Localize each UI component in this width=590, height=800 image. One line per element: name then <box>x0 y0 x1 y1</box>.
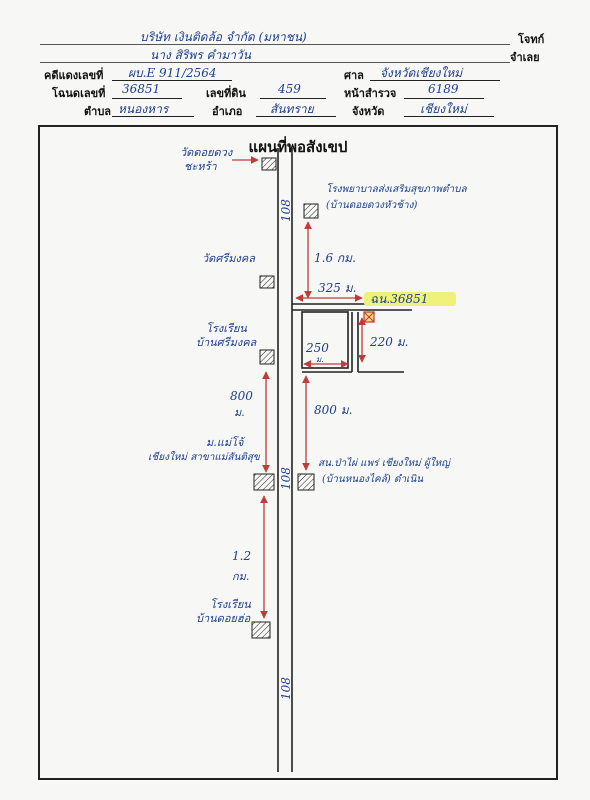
court-box <box>370 64 500 81</box>
landno-box <box>260 82 326 99</box>
temple-mid-label: วัดศรีมงคล <box>202 252 256 265</box>
temple-top-label-2: ชะหร้า <box>184 160 218 173</box>
hospital-label-2: (บ้านดอยดวงหัวช้าง) <box>326 199 418 211</box>
map-frame <box>38 125 558 780</box>
redcase-value: ผบ.E 911/2564 <box>128 66 217 80</box>
distance-800m-left: 800 <box>230 389 253 403</box>
distance-250m: 250 <box>305 341 329 355</box>
soi-block <box>301 311 349 369</box>
hospital-marker <box>303 203 319 219</box>
survey-box <box>404 82 484 99</box>
province-label: จังหวัด <box>352 105 385 118</box>
subdistrict-box <box>112 100 194 117</box>
distance-800m-left-unit: ม. <box>234 406 245 419</box>
village-office-label: สน.ป่าไผ่ แพร่ เชียงใหม่ ผู้ใหญ่ <box>318 457 452 469</box>
defendant-value: นาง สิริพร คำมาวัน <box>150 48 251 62</box>
deed-value: 36851 <box>122 82 161 96</box>
deed-box <box>112 82 182 99</box>
plaintiff-label: โจทก์ <box>518 33 545 46</box>
defendant-label: จำเลย <box>510 51 540 64</box>
school-top-label-2: บ้านศรีมงคล <box>196 336 258 349</box>
temple-mid-marker <box>259 275 275 289</box>
school-top-label: โรงเรียน <box>206 322 247 335</box>
court-label: ศาล <box>344 69 364 82</box>
school-bottom-label-2: บ้านดอยฮ่อ <box>196 612 251 625</box>
university-label: ม.แม่โจ้ <box>206 436 245 449</box>
district-label: อำเภอ <box>212 105 243 118</box>
distance-1-6km: 1.6 กม. <box>314 251 356 265</box>
landno-label: เลขที่ดิน <box>206 87 246 100</box>
distance-1-2km: 1.2 <box>232 549 251 563</box>
district-box <box>256 100 336 117</box>
redcase-label: คดีแดงเลขที่ <box>44 69 104 82</box>
landno-value: 459 <box>278 82 301 96</box>
school-bottom-label: โรงเรียน <box>210 598 251 611</box>
plot-highlight <box>364 292 456 306</box>
road-number-mid: 108 <box>279 467 293 490</box>
plaintiff-line <box>40 44 510 45</box>
village-office-marker <box>297 473 315 491</box>
defendant-line <box>40 62 510 63</box>
province-value: เชียงใหม่ <box>420 102 467 116</box>
subdistrict-value: หนองหาร <box>118 102 169 116</box>
survey-label: หน้าสำรวจ <box>344 87 397 100</box>
deed-label: โฉนดเลขที่ <box>52 87 106 100</box>
university-label-2: เชียงใหม่ สาขาแม่สันติสุข <box>148 451 261 463</box>
road-number-bottom: 108 <box>279 677 293 700</box>
road-number-top: 108 <box>279 199 293 222</box>
distance-325m: 325 ม. <box>318 281 356 295</box>
hospital-label: โรงพยาบาลส่งเสริมสุขภาพตำบล <box>326 183 467 195</box>
province-box <box>404 100 494 117</box>
temple-top-label: วัดดอยดวง <box>180 146 234 159</box>
map-title: แผนที่พอสังเขป <box>249 136 348 156</box>
survey-value: 6189 <box>428 82 459 96</box>
temple-top-marker <box>261 157 277 171</box>
distance-1-2km-unit: กม. <box>232 570 249 583</box>
distance-800m-right: 800 ม. <box>314 403 352 417</box>
plaintiff-value: บริษัท เงินติดล้อ จำกัด (มหาชน) <box>140 30 307 44</box>
district-value: สันทราย <box>270 102 314 116</box>
plot-label: ฉน.36851 <box>370 292 428 306</box>
university-marker <box>253 473 275 491</box>
school-top-marker <box>259 349 275 365</box>
distance-220m: 220 ม. <box>369 335 408 349</box>
subdistrict-label: ตำบล <box>84 105 112 118</box>
redcase-box <box>112 64 232 81</box>
court-value: จังหวัดเชียงใหม่ <box>380 66 463 80</box>
village-office-label-2: (บ้านหนองไคล้) ดำเนิน <box>322 473 424 485</box>
school-bottom-marker <box>251 621 271 639</box>
distance-250m-unit: ม. <box>316 355 324 364</box>
